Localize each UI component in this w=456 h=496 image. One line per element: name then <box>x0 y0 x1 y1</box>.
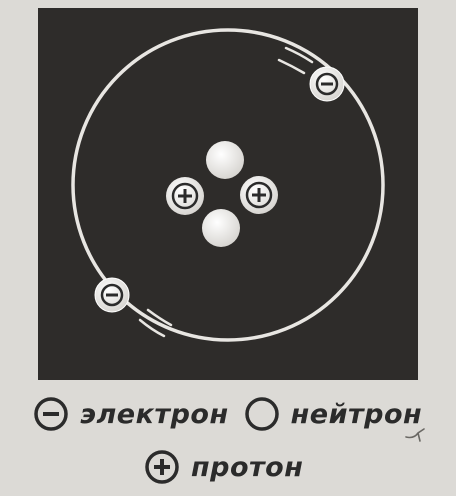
pencil-mark <box>405 428 425 442</box>
legend-row-top: электрон нейтрон <box>32 395 422 433</box>
legend-electron-label: электрон <box>80 398 229 430</box>
legend-proton-label: протон <box>191 451 304 483</box>
motion-streaks-bottom <box>138 308 173 338</box>
legend-neutron: нейтрон <box>243 395 423 433</box>
proton-right <box>240 176 278 214</box>
legend-electron: электрон <box>32 395 229 433</box>
atom-svg <box>38 8 418 380</box>
motion-streaks-top <box>277 46 314 75</box>
proton-left <box>166 177 204 215</box>
electron-orbit <box>71 28 385 342</box>
diagram-background <box>38 8 418 380</box>
legend-neutron-label: нейтрон <box>290 398 423 430</box>
electron-bottom-left <box>94 277 130 313</box>
atom-diagram <box>38 8 418 380</box>
legend-proton: протон <box>143 448 303 486</box>
neutron-bottom <box>202 209 240 247</box>
neutron-symbol-icon <box>244 397 279 431</box>
proton-symbol-icon <box>145 450 179 484</box>
electron-top-right <box>309 66 345 102</box>
electron-symbol-icon <box>34 397 68 431</box>
legend-row-bottom: протон <box>143 448 303 486</box>
neutron-top <box>206 141 244 179</box>
